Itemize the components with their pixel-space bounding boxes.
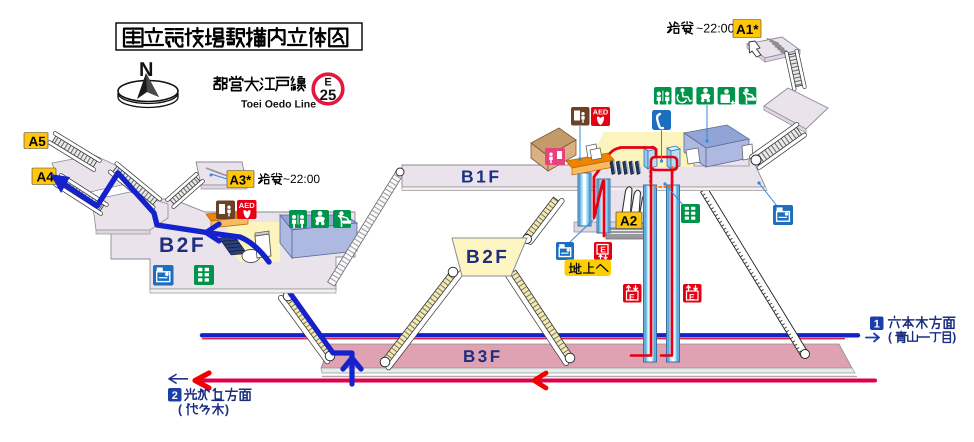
svg-text:(: (: [178, 403, 183, 417]
svg-text:E: E: [600, 245, 606, 255]
svg-text:): ): [952, 330, 956, 344]
svg-text:B2F: B2F: [159, 234, 206, 257]
svg-text:~22:00: ~22:00: [283, 172, 320, 186]
svg-text:A1*: A1*: [736, 22, 759, 37]
svg-text:E: E: [689, 292, 695, 302]
svg-text:~22:00: ~22:00: [696, 22, 735, 36]
svg-text:A4: A4: [37, 170, 55, 185]
svg-text:Toei Oedo Line: Toei Oedo Line: [241, 99, 316, 111]
svg-text:B3F: B3F: [463, 347, 503, 366]
svg-text:N: N: [139, 59, 153, 81]
svg-text:B1F: B1F: [461, 167, 502, 187]
svg-text:A5: A5: [29, 134, 47, 149]
svg-text:E: E: [629, 292, 635, 302]
svg-text:2: 2: [172, 390, 178, 402]
svg-text:25: 25: [320, 87, 337, 104]
svg-text:(: (: [888, 330, 892, 344]
svg-text:B2F: B2F: [466, 247, 509, 268]
svg-text:): ): [225, 403, 229, 417]
svg-text:A2: A2: [620, 214, 637, 229]
svg-text:AED: AED: [239, 201, 255, 210]
svg-text:E: E: [324, 77, 331, 89]
svg-text:AED: AED: [593, 108, 608, 117]
svg-text:A3*: A3*: [230, 173, 253, 188]
svg-text:1: 1: [874, 319, 880, 331]
